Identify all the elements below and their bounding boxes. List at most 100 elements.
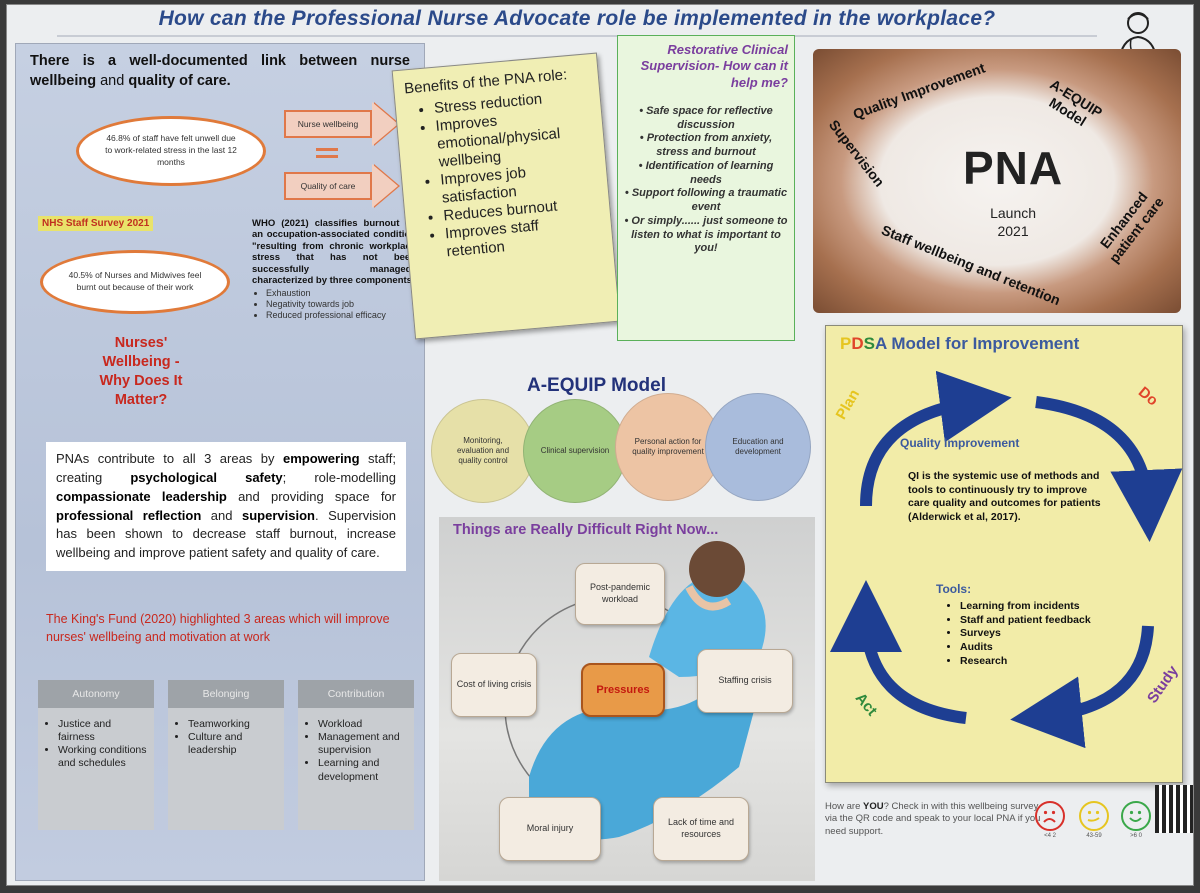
pdsa-heading: PDSA Model for Improvement <box>840 334 1079 354</box>
face-happy: >6 0 <box>1121 801 1151 839</box>
face-neutral: 43-59 <box>1079 801 1109 839</box>
pdsa-letter-s: S <box>863 334 875 353</box>
qr-code-icon[interactable] <box>1155 785 1193 833</box>
empower-bold: supervision <box>242 507 315 523</box>
why-line: Wellbeing - <box>102 353 180 370</box>
intro-link-b: quality of care <box>128 72 227 89</box>
survey-text: How are <box>825 801 864 812</box>
aequip-heading: A-EQUIP Model <box>527 375 666 396</box>
pna-center: PNA Launch 2021 <box>963 141 1063 239</box>
kings-fund-text: The King's Fund (2020) highlighted 3 are… <box>46 612 390 645</box>
survey-you: YOU <box>863 801 884 812</box>
rcs-item: • Support following a traumatic event <box>624 187 788 213</box>
intro-period: . <box>226 72 231 89</box>
kings-col-item: Teamworking <box>188 718 278 731</box>
arrow-head <box>372 164 398 208</box>
intro-text: There is a well-documented link between … <box>30 52 410 91</box>
intro-link-a: nurse wellbeing <box>30 53 410 89</box>
rcs-heading: Restorative Clinical Supervision- How ca… <box>640 42 788 90</box>
kings-col-list: Workload Management and supervision Lear… <box>298 708 414 790</box>
kings-col-item: Working conditions and schedules <box>58 744 148 770</box>
pna-year: 2021 <box>997 223 1029 239</box>
pdsa-heading-rest: Model for Improvement <box>886 334 1080 353</box>
arrow-quality-of-care: Quality of care <box>284 164 398 208</box>
empower-text: and <box>201 507 242 523</box>
poster: How can the Professional Nurse Advocate … <box>6 4 1194 886</box>
poster-title: How can the Professional Nurse Advocate … <box>57 7 1097 37</box>
tool-item: Research <box>960 655 1170 669</box>
rcs-box: Restorative Clinical Supervision- How ca… <box>617 35 795 341</box>
why-line: Matter? <box>114 391 168 408</box>
why-heading: Nurses' Wellbeing - Why Does It Matter? <box>76 334 206 409</box>
stat-oval-stress: 46.8% of staff have felt unwell due to w… <box>76 116 266 186</box>
tools-list: Learning from incidents Staff and patien… <box>960 600 1170 668</box>
pdsa-letter-d: D <box>851 334 864 353</box>
face-label: <4 2 <box>1044 833 1056 839</box>
rcs-item-text: Protection from anxiety, stress and burn… <box>646 132 773 158</box>
rcs-item: • Safe space for reflective discussion <box>639 104 773 131</box>
rcs-item: • Or simply...... just someone to listen… <box>624 214 788 255</box>
rcs-item: • Identification of learning needs <box>638 159 774 186</box>
who-components: Exhaustion Negativity towards job Reduce… <box>252 288 416 320</box>
empower-text: and providing space for <box>226 488 396 504</box>
kings-col-item: Learning and development <box>318 757 408 783</box>
who-item: Reduced professional efficacy <box>266 310 416 321</box>
empower-bold: psychological safety <box>130 469 283 485</box>
kings-col-belonging: Belonging Teamworking Culture and leader… <box>168 680 284 830</box>
qi-text: QI is the systemic use of methods and to… <box>908 470 1101 523</box>
pressure-moral-injury: Moral injury <box>499 797 601 861</box>
rcs-item-text: Identification of learning needs <box>645 159 774 186</box>
tool-item: Audits <box>960 641 1170 655</box>
pressure-staffing: Staffing crisis <box>697 649 793 713</box>
wellbeing-panel: There is a well-documented link between … <box>15 43 425 881</box>
rcs-item: • Protection from anxiety, stress and bu… <box>639 132 773 158</box>
nurse-photo: Things are Really Difficult Right Now...… <box>439 517 815 881</box>
pna-word: PNA <box>963 142 1064 194</box>
kings-col-item: Justice and fairness <box>58 718 148 744</box>
empower-box: PNAs contribute to all 3 areas by empowe… <box>46 442 406 572</box>
empower-text: ; role-modelling <box>282 469 396 485</box>
kings-col-item: Culture and leadership <box>188 731 278 757</box>
arrow-nurse-wellbeing: Nurse wellbeing <box>284 102 398 146</box>
face-sad: <4 2 <box>1035 801 1065 839</box>
pna-label-patient-care: Enhanced patient care <box>1096 188 1167 266</box>
arrow-label: Quality of care <box>284 172 372 200</box>
pdsa-cycle-arrows <box>830 370 1183 749</box>
kings-col-contribution: Contribution Workload Management and sup… <box>298 680 414 830</box>
pressures-center: Pressures <box>581 663 665 717</box>
who-item: Exhaustion <box>266 288 416 299</box>
qi-heading: Quality Improvement <box>900 436 1020 450</box>
aequip-circle: Clinical supervision <box>523 399 627 503</box>
rcs-item-text: Support following a traumatic event <box>631 187 788 213</box>
who-definition: WHO (2021) classifies burnout as an occu… <box>252 218 416 286</box>
pdsa-letter-p: P <box>840 334 852 353</box>
empower-bold: compassionate leadership <box>56 488 227 504</box>
kings-col-item: Workload <box>318 718 408 731</box>
kings-col-list: Justice and fairness Working conditions … <box>38 708 154 777</box>
face-label: 43-59 <box>1086 833 1102 839</box>
kings-col-head: Contribution <box>298 680 414 708</box>
kings-col-head: Belonging <box>168 680 284 708</box>
pressure-lack-of-time: Lack of time and resources <box>653 797 749 861</box>
kings-col-list: Teamworking Culture and leadership <box>168 708 284 763</box>
aequip-circle: Personal action for quality improvement <box>615 393 721 501</box>
rcs-list: • Safe space for reflective discussion •… <box>624 105 788 256</box>
who-item: Negativity towards job <box>266 299 416 310</box>
survey-label: NHS Staff Survey 2021 <box>38 216 154 231</box>
pdsa-note: PDSA Model for Improvement Plan Do Study… <box>825 325 1183 783</box>
survey-text: ? Check in with this wellbeing survey vi… <box>825 801 1041 837</box>
pressure-cost-of-living: Cost of living crisis <box>451 653 537 717</box>
aequip-circle: Education and development <box>705 393 811 501</box>
empower-bold: empowering <box>283 451 360 466</box>
tools-heading: Tools: <box>936 582 972 596</box>
pna-label-qi: Quality Improvement <box>850 59 988 123</box>
arrow-head <box>372 102 398 146</box>
pressure-post-pandemic: Post-pandemic workload <box>575 563 665 625</box>
empower-text: staff; creating <box>56 451 396 485</box>
pna-launch: Launch <box>990 205 1037 221</box>
happy-face-icon <box>1121 801 1151 831</box>
sad-face-icon <box>1035 801 1065 831</box>
benefits-list: Stress reduction Improves emotional/phys… <box>405 86 602 263</box>
intro-line: There is a well-documented link between <box>30 53 358 69</box>
benefits-note: Benefits of the PNA role: Stress reducti… <box>391 52 621 340</box>
